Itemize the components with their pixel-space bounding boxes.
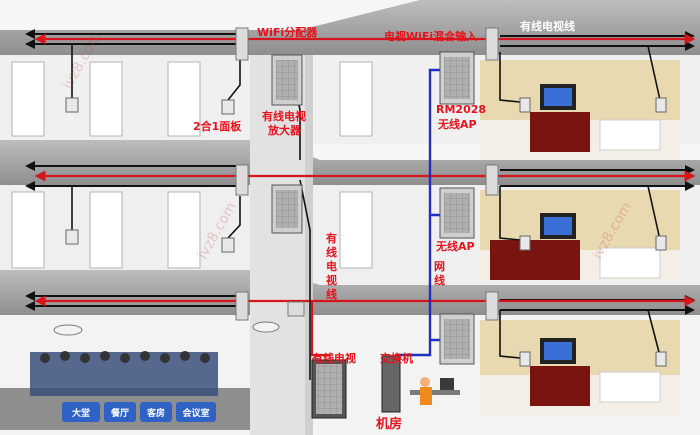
hotel-room-top	[480, 60, 680, 160]
label-cable-tv-source: 有线电视	[312, 351, 356, 365]
hotel-room-middle	[480, 190, 680, 280]
label-wifi-splitter: WiFi分配器	[257, 25, 318, 39]
label-switch: 交换机	[380, 351, 413, 365]
label-amplifier-1: 有线电视	[262, 109, 306, 123]
zone-lobby: 大堂	[72, 407, 90, 419]
label-rm2028: RM2028	[436, 103, 486, 116]
label-cable-tv-vertical-char: 线	[326, 287, 337, 301]
label-network-cable: 网 线	[434, 260, 445, 287]
building-column	[250, 55, 305, 435]
label-cable-tv-vertical-char: 视	[326, 273, 337, 287]
label-cable-tv-vertical-char: 线	[326, 245, 337, 259]
drop-cables	[71, 44, 661, 380]
label-machine-room: 机房	[376, 416, 402, 432]
ceiling-ap	[53, 301, 305, 336]
technician-icon	[410, 377, 460, 405]
cable-tv-lines	[34, 33, 696, 357]
label-wireless-ap-mid: 无线AP	[435, 239, 475, 253]
label-network-cable-char-1: 网	[434, 260, 445, 273]
zone-meeting-room: 会议室	[182, 407, 209, 419]
doors	[11, 61, 373, 269]
wifi-splitters	[235, 27, 499, 321]
zone-restaurant: 餐厅	[110, 407, 129, 419]
audience-people	[30, 351, 218, 396]
server-rack	[311, 355, 401, 419]
label-cable-tv-vertical: 有线电视线	[326, 231, 337, 301]
column-edge	[305, 55, 313, 435]
label-cable-tv-vertical-char: 有	[326, 231, 337, 245]
wireless-ap-units	[439, 51, 475, 365]
label-cable-tv-vertical-char: 电	[326, 259, 337, 273]
zone-guest-room: 客房	[146, 407, 165, 419]
zone-buttons	[62, 402, 216, 422]
label-cable-tv-line-top: 有线电视线	[520, 19, 575, 33]
cable-tv-amplifier	[271, 54, 303, 234]
label-2in1-panel: 2合1面板	[193, 119, 242, 133]
label-amplifier-2: 放大器	[267, 123, 302, 137]
wall-panels	[65, 97, 667, 367]
label-wireless-ap-top: 无线AP	[437, 117, 477, 131]
hotel-room-bottom	[480, 320, 680, 415]
label-tv-wifi-input: 电视WiFi混合输入	[384, 29, 477, 43]
label-network-cable-char-2: 线	[434, 273, 445, 287]
